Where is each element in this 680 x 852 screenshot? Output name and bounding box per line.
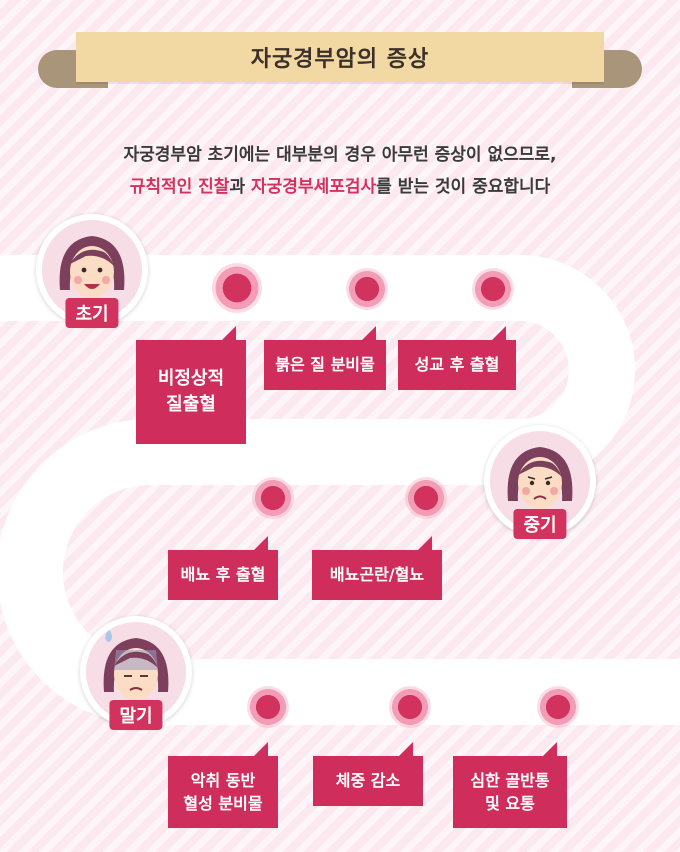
sick-woman-icon <box>86 622 186 722</box>
timeline-dot <box>247 686 289 728</box>
stage-label-late: 말기 <box>109 700 163 730</box>
symptom-box-late: 악취 동반 혈성 분비물 <box>168 742 278 828</box>
intro-text-end: 를 받는 것이 중요합니다 <box>376 177 551 197</box>
intro-text-connector: 과 <box>229 177 252 197</box>
timeline-dot <box>537 686 579 728</box>
symptom-box-middle: 배뇨곤란/혈뇨 <box>312 536 442 600</box>
timeline-dot <box>346 268 388 310</box>
intro-line-1: 자궁경부암 초기에는 대부분의 경우 아무런 증상이 없으므로, <box>123 145 557 165</box>
smiling-woman-icon <box>42 220 142 320</box>
intro-highlight-pap-test: 자궁경부세포검사 <box>251 177 377 197</box>
title-banner: 자궁경부암의 증상 <box>76 32 604 82</box>
symptom-box-late: 심한 골반통 및 요통 <box>453 742 567 828</box>
intro-line-2: 규칙적인 진찰과 자궁경부세포검사를 받는 것이 중요합니다 <box>0 172 680 197</box>
stage-label-early: 초기 <box>65 298 119 328</box>
avatar-late: 말기 <box>80 616 192 730</box>
avatar-early: 초기 <box>36 214 148 328</box>
symptom-box-early: 붉은 질 분비물 <box>264 326 386 390</box>
intro-highlight-checkup: 규칙적인 진찰 <box>129 177 230 197</box>
timeline-dot <box>405 477 447 519</box>
symptom-box-early: 성교 후 출혈 <box>398 326 516 390</box>
timeline-dot <box>212 263 262 313</box>
symptom-box-middle: 배뇨 후 출혈 <box>168 536 278 600</box>
avatar-middle: 중기 <box>484 425 596 539</box>
timeline-dot <box>389 686 431 728</box>
symptom-box-late: 체중 감소 <box>313 742 423 806</box>
timeline-dot <box>472 268 514 310</box>
symptom-box-early: 비정상적 질출혈 <box>136 326 246 444</box>
timeline-dot <box>252 477 294 519</box>
stage-label-middle: 중기 <box>513 509 567 539</box>
page-title: 자궁경부암의 증상 <box>250 47 430 72</box>
